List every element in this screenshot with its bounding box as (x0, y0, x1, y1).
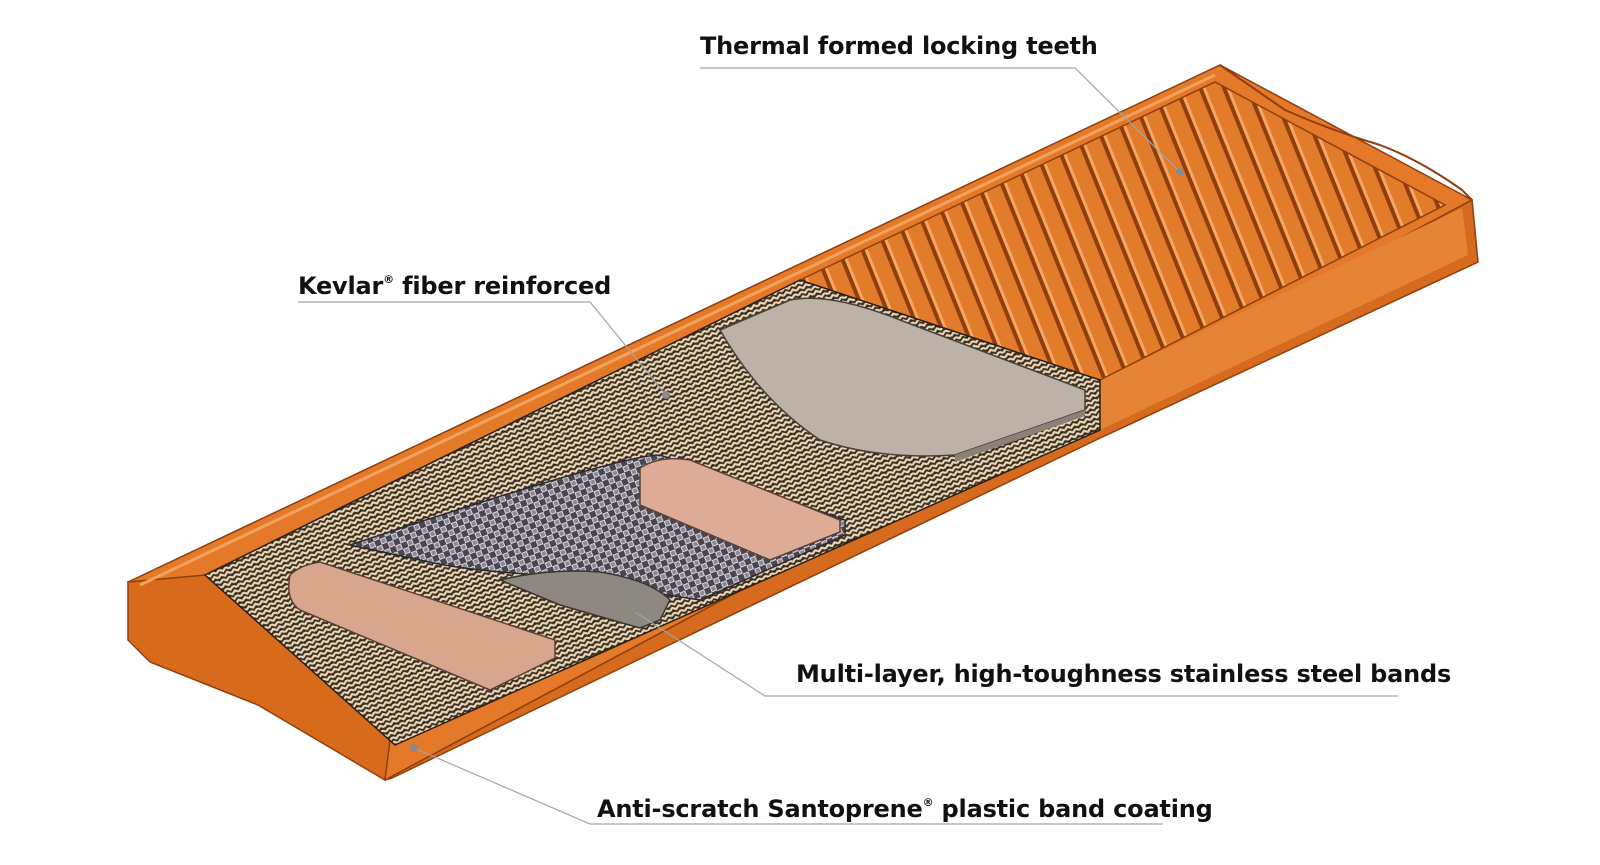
leader-line-kevlar (298, 301, 667, 396)
steel-band-pink-right (639, 457, 841, 561)
leader-dot-coating (410, 744, 418, 752)
leader-lines (298, 67, 1398, 825)
callout-coating: Anti-scratch Santoprene® plastic band co… (597, 789, 1213, 823)
callout-kevlar-text-after: fiber reinforced (393, 272, 612, 300)
leader-line-steel-bands (631, 609, 1398, 697)
leader-dot-locking-teeth (1176, 168, 1184, 176)
leader-dots (410, 168, 1184, 752)
callout-locking-teeth: Thermal formed locking teeth (700, 32, 1098, 60)
callout-steel-bands: Multi-layer, high-toughness stainless st… (796, 660, 1451, 688)
steel-band-grey-lower (497, 570, 671, 629)
callout-kevlar: Kevlar® fiber reinforced (298, 266, 611, 300)
leader-line-locking-teeth (700, 67, 1181, 173)
belt-far-end (1219, 64, 1473, 201)
callout-locking-teeth-text: Thermal formed locking teeth (700, 32, 1098, 60)
belt-side-highlight (1100, 208, 1468, 430)
registered-mark: ® (922, 796, 934, 809)
callout-kevlar-text-before: Kevlar (298, 272, 384, 300)
steel-band-upper (718, 297, 1086, 457)
leader-dot-kevlar (662, 391, 670, 399)
leader-dot-steel-bands (628, 606, 636, 614)
registered-mark: ® (383, 273, 394, 286)
belt-left-rim (139, 73, 1216, 587)
callout-coating-text-before: Anti-scratch Santoprene (597, 795, 923, 823)
leader-line-coating (413, 747, 1163, 825)
steel-band-pink-left (288, 561, 556, 691)
callout-steel-bands-text: Multi-layer, high-toughness stainless st… (796, 660, 1452, 688)
steel-band-upper-edge (955, 410, 1085, 462)
callout-coating-text-after: plastic band coating (933, 795, 1213, 823)
